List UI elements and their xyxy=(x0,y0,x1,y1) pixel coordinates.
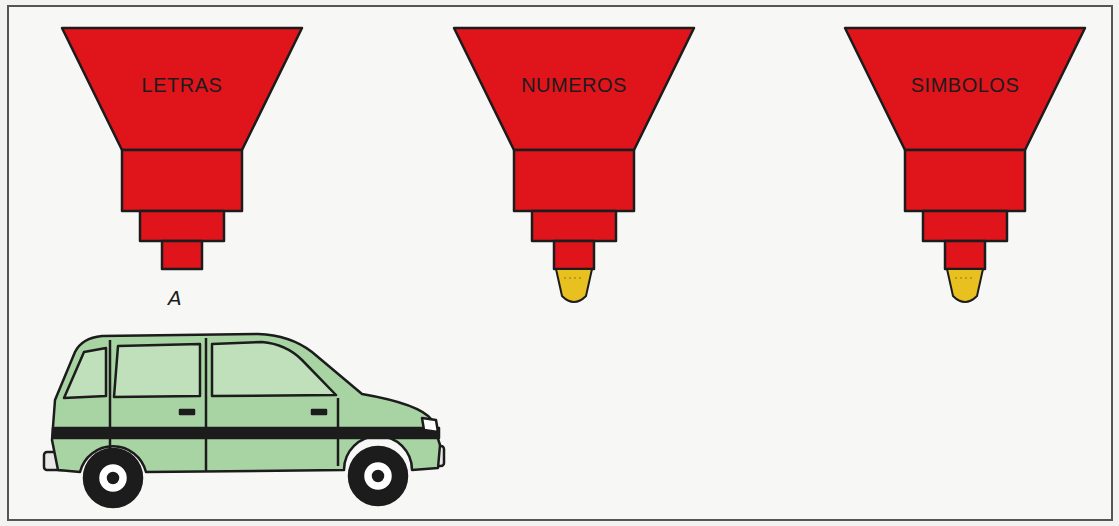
car xyxy=(44,334,444,507)
hubcap xyxy=(363,461,393,491)
hub xyxy=(108,473,118,483)
headlight xyxy=(422,418,438,432)
funnel: SIMBOLOS xyxy=(843,26,1087,308)
output-drop xyxy=(556,269,592,302)
front-door-window xyxy=(212,342,336,396)
funnel-spout xyxy=(554,241,594,269)
drop-shading xyxy=(955,277,973,279)
output-drop xyxy=(947,269,983,302)
funnel-label: LETRAS xyxy=(60,74,304,97)
wheel xyxy=(84,449,142,507)
funnel-shape xyxy=(452,26,696,308)
funnel-stage xyxy=(923,211,1007,241)
funnel: NUMEROS xyxy=(452,26,696,308)
rear-window xyxy=(64,348,106,398)
door-handle xyxy=(312,410,326,414)
drop-shading xyxy=(564,277,582,279)
funnel-body xyxy=(454,28,694,269)
funnel-shape xyxy=(60,26,304,308)
funnel-stage xyxy=(140,211,224,241)
funnel-spout xyxy=(945,241,985,269)
frame-border xyxy=(8,6,1112,520)
funnel-stage xyxy=(532,211,616,241)
door-line xyxy=(205,338,208,472)
funnel-body xyxy=(845,28,1085,269)
funnel-spout xyxy=(162,241,202,269)
funnel: LETRAS xyxy=(60,26,304,308)
funnel-label: NUMEROS xyxy=(452,74,696,97)
hubcap xyxy=(98,463,128,493)
door-line xyxy=(337,398,340,466)
funnel-stage xyxy=(514,150,634,211)
funnel-shape xyxy=(843,26,1087,308)
funnel-stage xyxy=(905,150,1025,211)
wheel xyxy=(349,447,407,505)
door-handle xyxy=(180,410,194,414)
rear-door-window xyxy=(114,344,200,397)
funnel-body xyxy=(62,28,302,269)
funnel-stage xyxy=(122,150,242,211)
funnel-label: SIMBOLOS xyxy=(843,74,1087,97)
letter-output: A xyxy=(168,286,182,310)
hub xyxy=(373,471,383,481)
